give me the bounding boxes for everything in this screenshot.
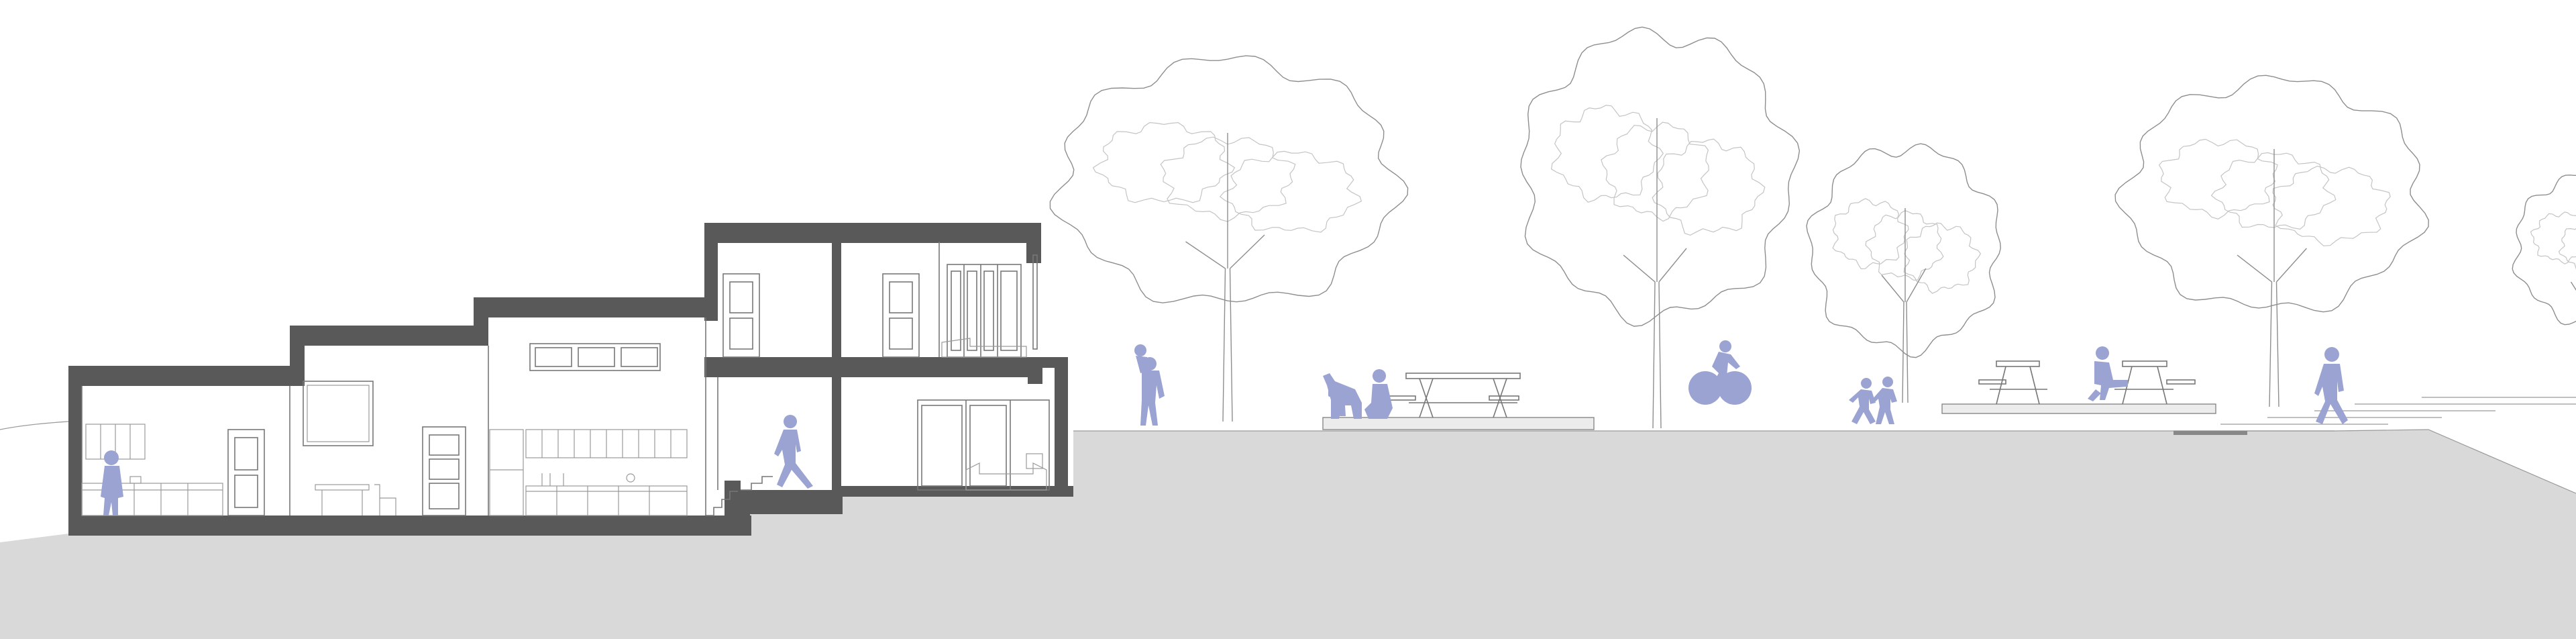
- parapet-3: [474, 297, 488, 346]
- tree-canopy: [2114, 75, 2429, 313]
- tree-foliage-detail: [2530, 211, 2576, 264]
- roof-slab-3: [474, 297, 706, 317]
- wardrobe-upper: [947, 264, 1022, 358]
- window-living: [303, 381, 374, 446]
- bed-upper: [941, 338, 1027, 358]
- tree-foliage-detail: [1832, 198, 1909, 270]
- floor-slab-step: [724, 490, 843, 536]
- cyclist: [1688, 340, 1752, 405]
- tree-foliage-detail: [2558, 228, 2576, 270]
- furniture: [315, 338, 1047, 515]
- stair-block: [724, 481, 741, 490]
- child-running-2: [1872, 377, 1897, 424]
- tree-foliage-detail: [2210, 152, 2337, 230]
- door-hall: [422, 426, 466, 516]
- platform-left: [1322, 417, 1595, 430]
- glazed-door-lower: [917, 399, 1050, 491]
- roof-slab-1: [68, 366, 305, 386]
- floor-slab-right: [839, 486, 1073, 497]
- terrain-edge-left: [0, 421, 69, 430]
- tree-canopy: [2512, 175, 2576, 326]
- windows: [303, 343, 661, 446]
- tree-foliage-detail: [1219, 150, 1362, 233]
- tree-trunk: [1185, 133, 1265, 422]
- tree: [1049, 55, 1409, 422]
- floor-slab-lower: [68, 515, 751, 536]
- clerestory-window: [529, 343, 661, 371]
- entry-steps: [741, 476, 773, 491]
- tree-trunk: [1881, 208, 1927, 403]
- wall-right-lower: [1028, 357, 1042, 384]
- tree-canopy: [1049, 55, 1409, 303]
- tree-canopy: [1806, 143, 2001, 358]
- platform-right: [1941, 403, 2216, 414]
- tree-foliage-detail: [1865, 210, 1944, 281]
- tree-foliage-detail: [2272, 165, 2391, 246]
- person-with-child: [1134, 344, 1165, 426]
- tree-trunk: [2570, 281, 2576, 291]
- terrain-slope-right: [2334, 429, 2576, 494]
- kitchen-left: [81, 424, 223, 516]
- ground-mass: [0, 430, 2576, 639]
- tree-foliage-detail: [1652, 138, 1766, 236]
- floor-slab-mid: [704, 357, 1040, 377]
- tree-foliage-detail: [1160, 136, 1296, 222]
- tree: [1806, 143, 2001, 403]
- wall-upper-left: [704, 223, 718, 321]
- roof-slab-2: [290, 326, 488, 346]
- cut-walls: [68, 223, 1073, 536]
- sofa-lower: [965, 462, 1047, 491]
- picnic-table-1: [1388, 373, 1521, 418]
- wall-lower-mid: [832, 377, 841, 490]
- door-upper-2: [882, 273, 920, 358]
- child-running-1: [1849, 378, 1876, 424]
- building-section: [68, 223, 1073, 536]
- paving-platforms: [1322, 397, 2576, 435]
- chair: [374, 484, 396, 515]
- roof-slab-top: [704, 223, 1040, 243]
- tree-foliage-detail: [1092, 121, 1236, 203]
- wall-upper-right: [1026, 223, 1041, 263]
- kitchen-right: [489, 429, 688, 516]
- tree-trunk: [2237, 149, 2307, 407]
- tree-foliage-detail: [2158, 138, 2278, 219]
- door-upper-1: [722, 273, 760, 358]
- tree-canopy: [1520, 26, 1801, 327]
- grate: [2174, 431, 2247, 435]
- tree-foliage-detail: [1550, 105, 1664, 203]
- person-seated: [2088, 346, 2128, 401]
- wall-right-end: [1055, 357, 1068, 497]
- person-walking-entry: [774, 415, 813, 489]
- wall-upper-mid: [832, 242, 841, 357]
- stair: [706, 491, 738, 516]
- tree: [1520, 26, 1801, 429]
- person-walking: [2314, 347, 2348, 424]
- dining-table: [315, 484, 370, 491]
- person-indoor-kitchen: [101, 450, 123, 515]
- tree: [2512, 175, 2576, 326]
- picnic-table-2: [1978, 360, 2047, 405]
- people: [101, 340, 2348, 515]
- person-with-dog: [1323, 369, 1393, 419]
- ground-section: [0, 421, 2576, 639]
- tree-trunk: [1623, 118, 1687, 429]
- tree-foliage-detail: [1601, 121, 1709, 222]
- parapet-2: [290, 326, 305, 386]
- steps-right: [2174, 397, 2576, 432]
- exterior-wall-left: [68, 366, 82, 536]
- door-kitchen-1: [227, 429, 265, 516]
- picnic-tables: [1388, 360, 2196, 418]
- tree-foliage-detail: [1903, 222, 1982, 294]
- interior-lines: [81, 242, 1038, 515]
- tree: [2114, 75, 2429, 407]
- trees: [1049, 26, 2576, 429]
